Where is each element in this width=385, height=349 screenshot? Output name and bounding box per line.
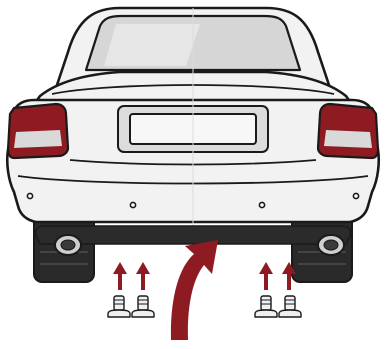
push-pin-fastener-icon <box>278 295 302 318</box>
right-tail-light <box>316 102 380 160</box>
arrow-up-icon <box>113 262 127 290</box>
left-tail-light <box>6 102 70 160</box>
push-pin-fastener-icon <box>107 295 131 318</box>
parking-sensor <box>352 192 360 200</box>
push-pin-fastener-icon <box>254 295 278 318</box>
left-exhaust-tip <box>54 234 82 256</box>
parking-sensor <box>258 201 266 209</box>
arrow-up-icon <box>282 262 296 290</box>
window-glare <box>104 24 200 66</box>
arrow-up-icon <box>259 262 273 290</box>
lower-bumper-trim <box>34 225 352 245</box>
arrow-up-icon <box>136 262 150 290</box>
push-pin-fastener-icon <box>131 295 155 318</box>
parking-sensor <box>26 192 34 200</box>
right-exhaust-tip <box>317 234 345 256</box>
parking-sensor <box>129 201 137 209</box>
curved-arrow-icon <box>170 240 218 340</box>
